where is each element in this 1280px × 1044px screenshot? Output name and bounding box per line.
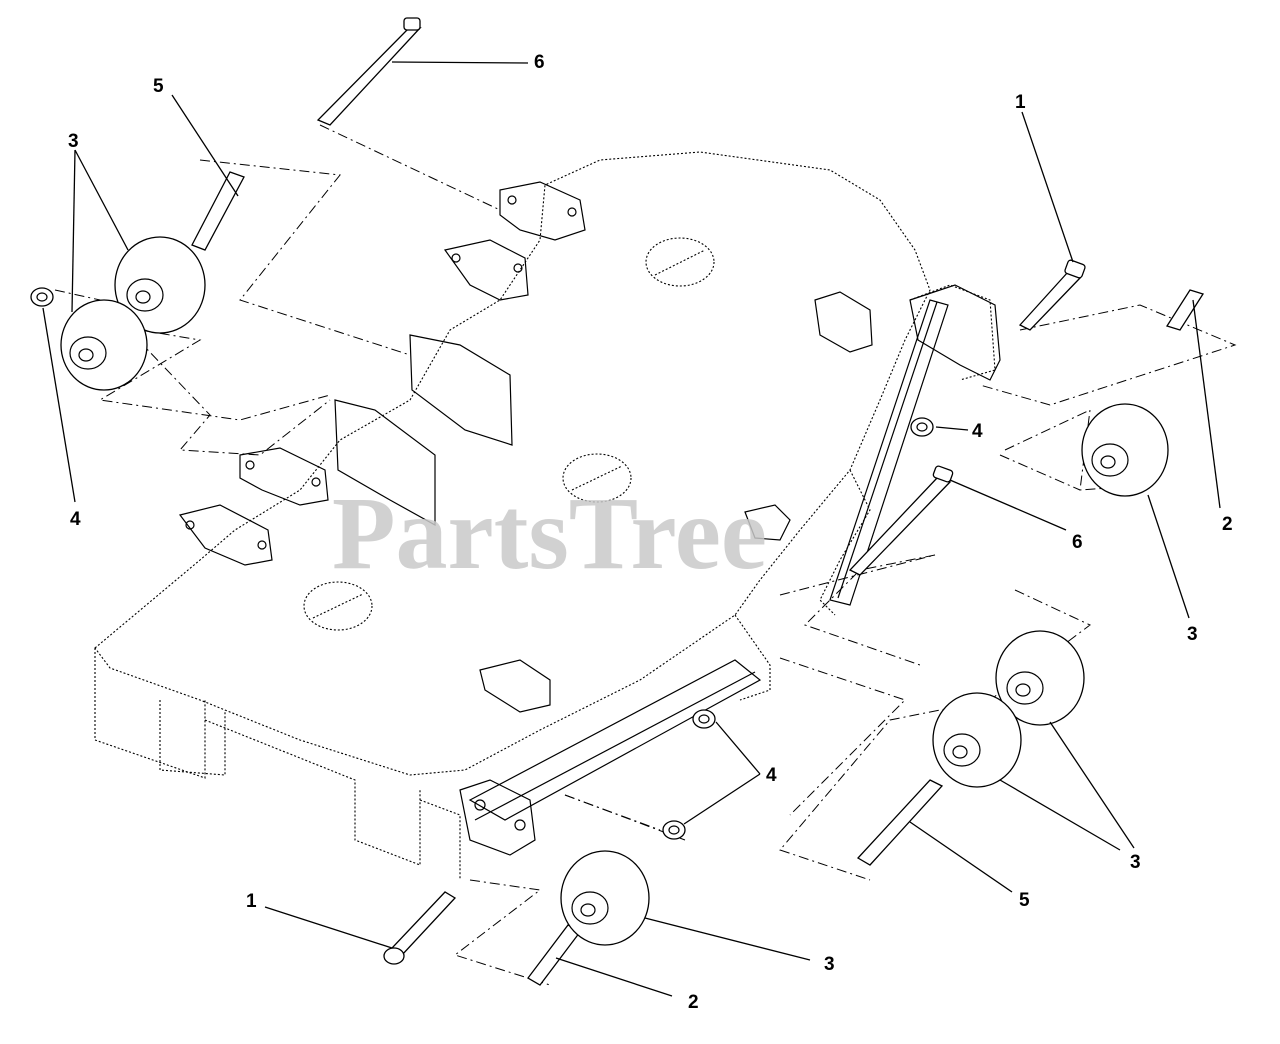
callout-6-right: 6 [1072, 532, 1083, 553]
callout-5-bottom: 5 [1019, 890, 1030, 911]
callout-1-bottom: 1 [246, 891, 257, 912]
axle-pin-left [191, 171, 245, 251]
long-bolt-right [848, 465, 954, 576]
long-bolt-top [316, 17, 422, 126]
wheel-bottom [560, 850, 650, 946]
callout-1-right: 1 [1015, 92, 1026, 113]
nut-right [910, 417, 934, 437]
callout-4-center: 4 [766, 765, 777, 786]
mower-deck [94, 151, 996, 880]
bolt-bottom [383, 891, 457, 965]
assembly-guide-lines [54, 124, 1237, 986]
callout-6-top: 6 [534, 52, 545, 73]
mounting-brackets [178, 181, 1001, 856]
wheel-left-upper [114, 236, 206, 334]
watermark-logo: PartsTree [332, 476, 767, 591]
callout-5-top: 5 [153, 76, 164, 97]
nut-left [30, 287, 54, 307]
callout-labels: 1 1 2 2 3 3 3 3 4 4 4 5 5 6 6 [68, 52, 1233, 1013]
nut-lower [662, 820, 686, 840]
axle-pin-right [856, 779, 944, 866]
leader-lines [42, 61, 1221, 997]
callout-2-bottom: 2 [688, 992, 699, 1013]
nut-center [692, 709, 716, 729]
callout-2-right: 2 [1222, 514, 1233, 535]
wheel-right-upper [1081, 403, 1169, 497]
short-pin-right [1165, 289, 1205, 331]
wheel-right-front [932, 692, 1022, 788]
wheel-left-lower [60, 299, 148, 391]
short-pin-bottom [527, 924, 581, 986]
callout-4-left: 4 [70, 509, 81, 530]
bolt-right [1018, 259, 1086, 331]
callout-3-right: 3 [1187, 624, 1198, 645]
spindle-openings [303, 237, 715, 631]
callout-3-right-lower: 3 [1130, 852, 1141, 873]
callout-3-left: 3 [68, 131, 79, 152]
callout-4-right: 4 [972, 421, 983, 442]
wheel-right-rear [995, 630, 1085, 726]
callout-3-bottom: 3 [824, 954, 835, 975]
